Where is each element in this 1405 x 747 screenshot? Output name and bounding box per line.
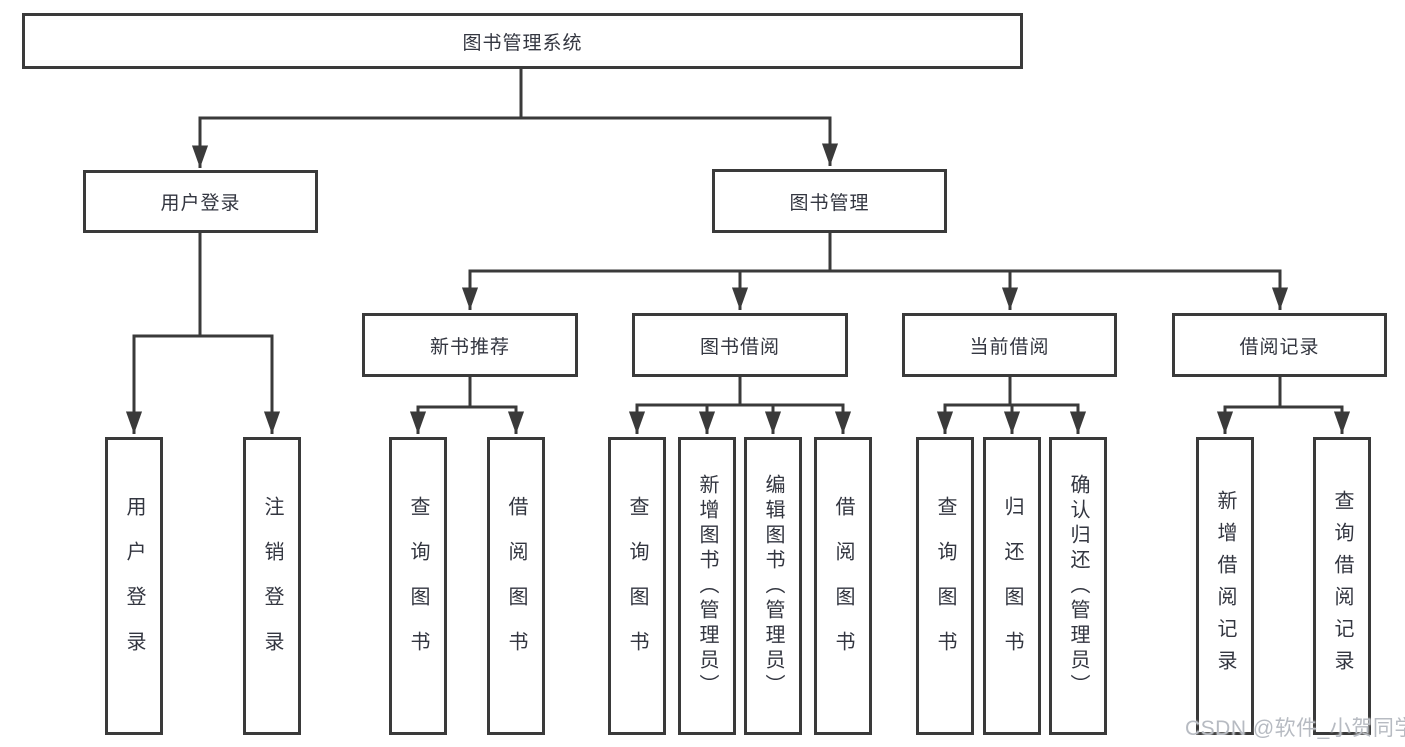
leaf-query-books-3: 查询图书 bbox=[916, 437, 974, 735]
leaf-query-borrow-record: 查询借阅记录 bbox=[1313, 437, 1371, 735]
node-new-book-recommend: 新书推荐 bbox=[362, 313, 578, 377]
node-user-login: 用户登录 bbox=[83, 170, 318, 233]
leaf-borrow-books-2: 借阅图书 bbox=[814, 437, 872, 735]
leaf-logout: 注销登录 bbox=[243, 437, 301, 735]
leaf-borrow-books-1: 借阅图书 bbox=[487, 437, 545, 735]
node-root: 图书管理系统 bbox=[22, 13, 1023, 69]
leaf-add-borrow-record: 新增借阅记录 bbox=[1196, 437, 1254, 735]
leaf-user-login: 用户登录 bbox=[105, 437, 163, 735]
node-book-borrow: 图书借阅 bbox=[632, 313, 848, 377]
connector-arrows bbox=[125, 118, 1351, 434]
watermark: CSDN @软件_小贺同学 bbox=[1185, 717, 1405, 740]
node-borrow-records: 借阅记录 bbox=[1172, 313, 1387, 377]
leaf-confirm-return-admin: 确认归还（管理员） bbox=[1049, 437, 1107, 735]
leaf-edit-book-admin: 编辑图书（管理员） bbox=[744, 437, 802, 735]
leaf-query-books-1: 查询图书 bbox=[389, 437, 447, 735]
leaf-return-book: 归还图书 bbox=[983, 437, 1041, 735]
node-book-management: 图书管理 bbox=[712, 169, 947, 233]
leaf-query-books-2: 查询图书 bbox=[608, 437, 666, 735]
connector-rails bbox=[132, 67, 1344, 409]
leaf-add-book-admin: 新增图书（管理员） bbox=[678, 437, 736, 735]
node-current-borrow: 当前借阅 bbox=[902, 313, 1117, 377]
